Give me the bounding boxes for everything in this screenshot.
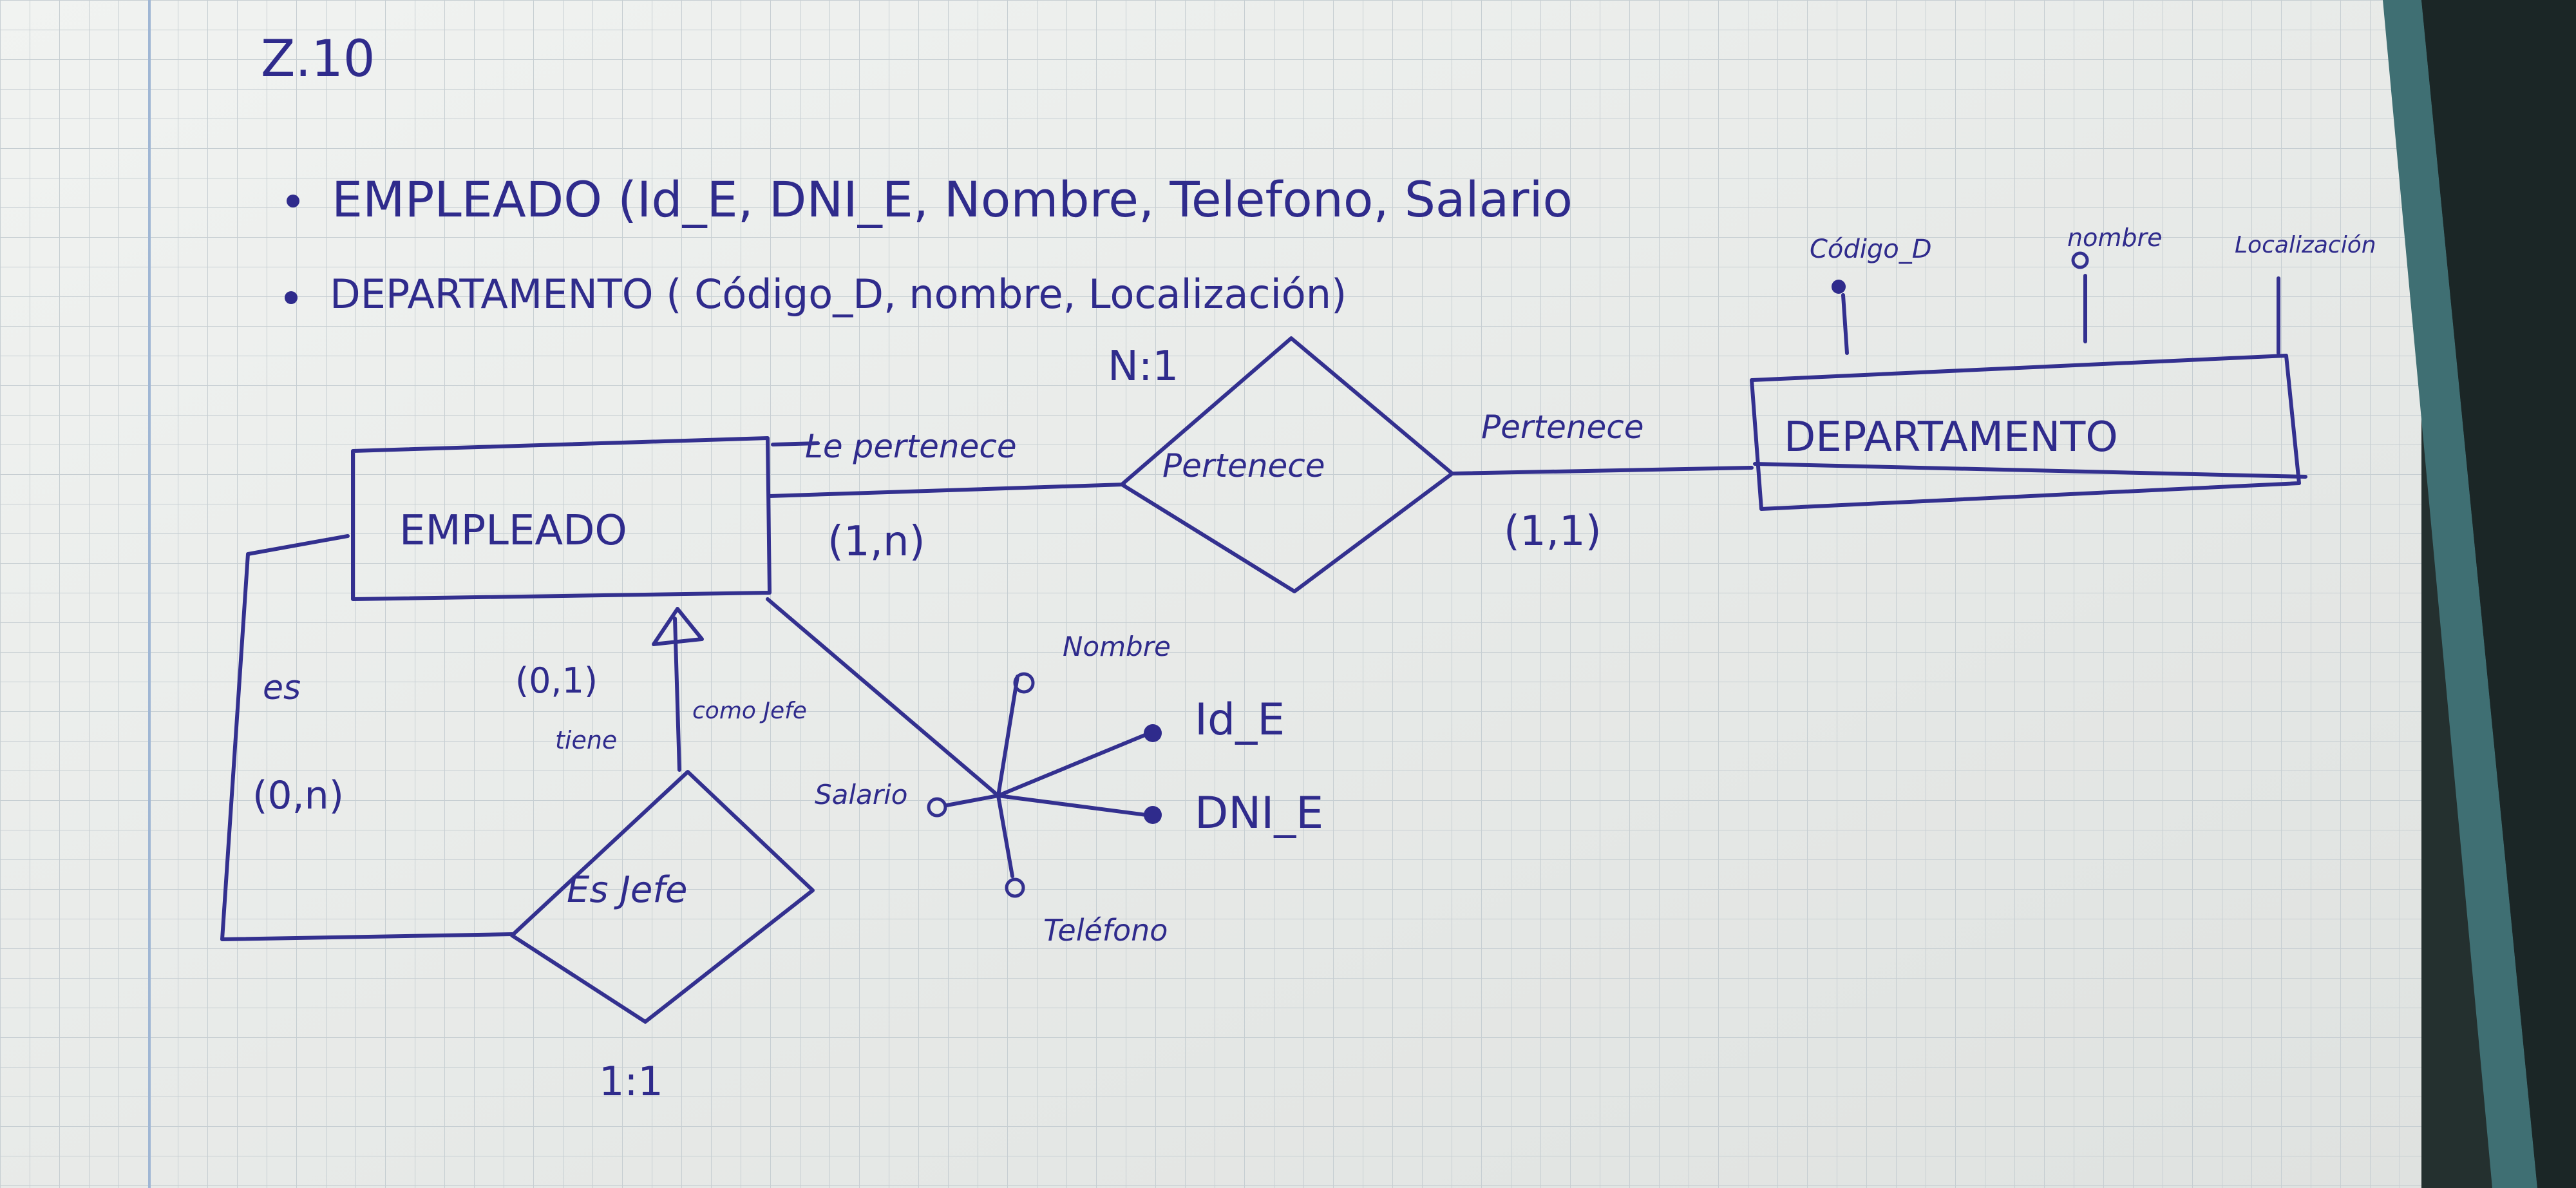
bullet-icon (287, 195, 299, 207)
le-pertenece-label: Le pertenece (805, 428, 1017, 465)
attr-salario: Salario (815, 779, 907, 810)
pertenece-side-label: Pertenece (1481, 408, 1644, 446)
como-jefe-label: como Jefe (692, 698, 807, 724)
relationship-pertenece-label: Pertenece (1162, 447, 1325, 484)
key-attribute-icon (1144, 724, 1162, 742)
empleado-side-cardinality: (1,n) (828, 518, 925, 566)
pertenece-cardinality: N:1 (1108, 343, 1179, 390)
relationship-es-jefe-label: Es Jefe (567, 869, 688, 911)
entity-empleado: EMPLEADO (351, 436, 820, 601)
schema-empleado: EMPLEADO (Id_E, DNI_E, Nombre, Telefono,… (332, 171, 1573, 228)
schema-section: EMPLEADO (Id_E, DNI_E, Nombre, Telefono,… (285, 171, 1573, 318)
es-jefe-cardinality: 1:1 (599, 1058, 663, 1105)
attribute-icon (927, 797, 947, 818)
bullet-icon (285, 291, 298, 304)
attribute-icon (1005, 877, 1025, 898)
es-cardinality: (0,n) (252, 773, 344, 818)
tiene-cardinality: (0,1) (515, 660, 598, 701)
relationship-es-jefe: Es Jefe es (0,n) (0,1) tiene como Jefe 1… (220, 534, 815, 1105)
binder-edge (2383, 0, 2537, 1188)
attr-id-e: Id_E (1195, 695, 1285, 745)
departamento-side-cardinality: (1,1) (1504, 508, 1602, 555)
arrow-head-icon (652, 607, 704, 646)
attr-codigo-d: Código_D (1810, 235, 1932, 264)
exercise-number: Z.10 (261, 30, 375, 88)
attr-nombre-d: nombre (2067, 224, 2162, 252)
departamento-attributes: Código_D nombre Localización (1810, 224, 2376, 355)
schema-departamento: DEPARTAMENTO ( Código_D, nombre, Localiz… (330, 271, 1347, 318)
tiene-label: tiene (555, 726, 617, 754)
attr-localizacion: Localización (2235, 232, 2376, 258)
relationship-pertenece: N:1 Pertenece Le pertenece Pertenece (1,… (768, 336, 1754, 593)
empleado-attributes: Nombre Id_E DNI_E Salario Teléfono (766, 597, 1323, 948)
attr-dni-e: DNI_E (1195, 788, 1323, 839)
key-attribute-icon (1832, 280, 1846, 294)
key-attribute-icon (1144, 806, 1162, 824)
attribute-icon (1013, 672, 1035, 694)
entity-departamento: DEPARTAMENTO (1750, 354, 2307, 511)
es-label: es (263, 669, 301, 707)
attribute-icon (2071, 251, 2089, 269)
entity-empleado-label: EMPLEADO (399, 507, 627, 555)
attr-nombre: Nombre (1063, 631, 1171, 662)
attr-telefono: Teléfono (1043, 913, 1168, 948)
entity-departamento-label: DEPARTAMENTO (1784, 414, 2118, 461)
